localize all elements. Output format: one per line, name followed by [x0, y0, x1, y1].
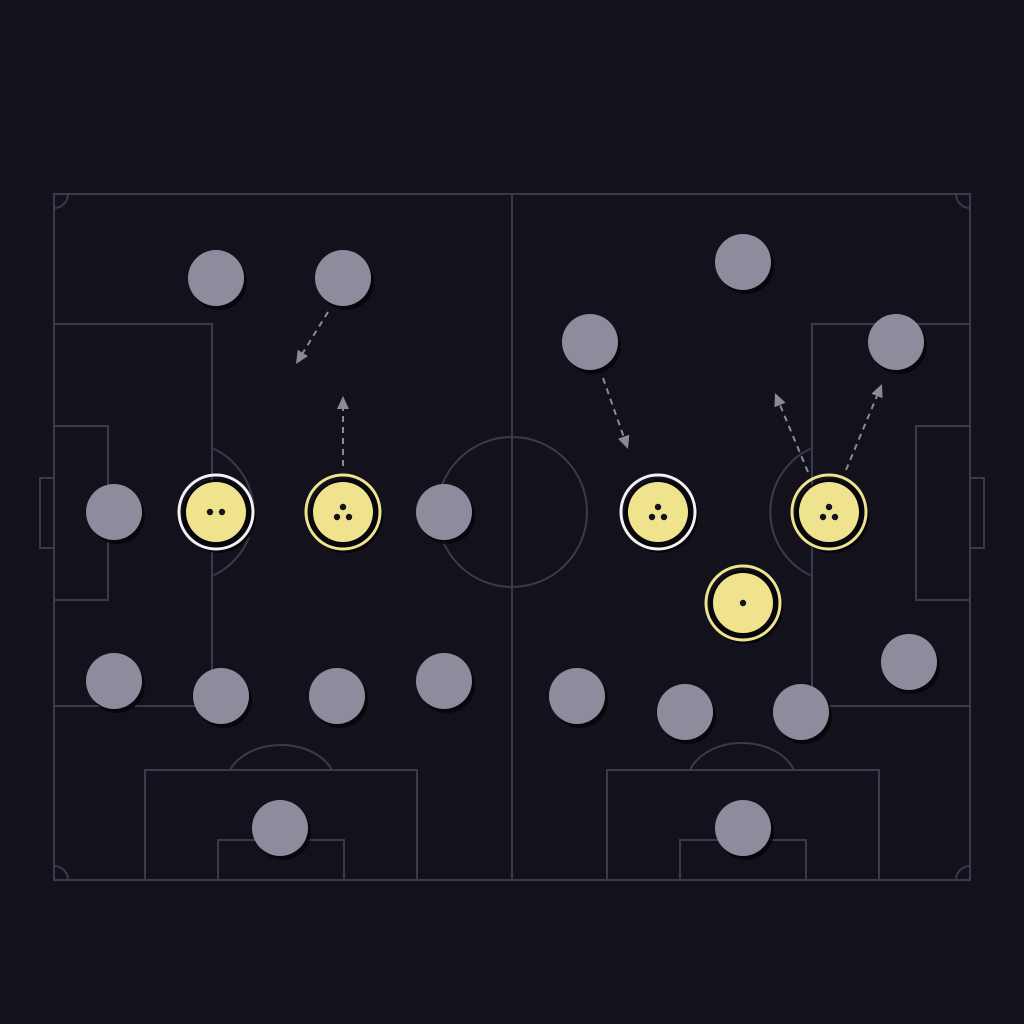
arrow-head	[337, 396, 349, 409]
player-token[interactable]	[193, 668, 252, 728]
arrow-head	[871, 384, 883, 399]
selection-ring-white	[619, 473, 697, 551]
player-token[interactable]	[868, 314, 927, 374]
corner-arc-bottom-right	[955, 865, 971, 881]
highlighted-player-token[interactable]	[704, 564, 783, 644]
player-circle	[252, 800, 308, 856]
player-dot	[206, 508, 214, 516]
arrow-shaft	[845, 395, 878, 471]
player-token[interactable]	[86, 653, 145, 713]
player-token[interactable]	[881, 634, 940, 694]
player-circle	[549, 668, 605, 724]
player-dot	[648, 513, 656, 521]
corner-arc-top-left	[53, 193, 69, 209]
player-circle	[562, 314, 618, 370]
corner-arc-bottom-left	[53, 865, 69, 881]
player-token[interactable]	[715, 234, 774, 294]
player-token[interactable]	[657, 684, 716, 744]
player-dot	[739, 599, 747, 607]
player-dot	[333, 513, 341, 521]
player-circle	[186, 482, 246, 542]
player-dot	[345, 513, 353, 521]
highlighted-player-token[interactable]	[790, 473, 869, 553]
player-circle	[416, 484, 472, 540]
player-circle	[715, 234, 771, 290]
selection-ring-gold	[304, 473, 382, 551]
player-circle	[416, 653, 472, 709]
player-circle	[773, 684, 829, 740]
player-token[interactable]	[549, 668, 608, 728]
player-circle	[188, 250, 244, 306]
arrow-head	[618, 434, 630, 449]
player-token[interactable]	[86, 484, 145, 544]
player-circle	[315, 250, 371, 306]
player-dot	[819, 513, 827, 521]
player-circle	[657, 684, 713, 740]
right-goal	[969, 477, 985, 549]
movement-arrow	[337, 396, 349, 466]
player-circle	[881, 634, 937, 690]
player-circle	[715, 800, 771, 856]
selection-ring-gold	[704, 564, 782, 642]
player-token[interactable]	[188, 250, 247, 310]
arrow-head	[774, 393, 786, 408]
player-token[interactable]	[773, 684, 832, 744]
player-circle	[86, 484, 142, 540]
player-dot	[339, 503, 347, 511]
arrow-shaft	[779, 404, 809, 473]
selection-ring-gold	[790, 473, 868, 551]
player-dot	[218, 508, 226, 516]
player-circle	[799, 482, 859, 542]
corner-arc-top-right	[955, 193, 971, 209]
player-circle	[309, 668, 365, 724]
player-dot	[831, 513, 839, 521]
player-circle	[628, 482, 688, 542]
movement-arrow	[296, 311, 329, 364]
highlighted-player-token[interactable]	[304, 473, 383, 553]
movement-arrow	[845, 384, 883, 471]
arrow-head	[296, 349, 308, 364]
player-circle	[193, 668, 249, 724]
movement-arrow	[602, 377, 630, 449]
player-token[interactable]	[416, 484, 475, 544]
player-token[interactable]	[315, 250, 374, 310]
player-dot	[654, 503, 662, 511]
player-token[interactable]	[562, 314, 621, 374]
selection-ring-white	[177, 473, 255, 551]
player-token[interactable]	[416, 653, 475, 713]
arrow-shaft	[301, 311, 329, 354]
movement-arrows	[296, 311, 883, 473]
movement-arrow	[774, 393, 809, 473]
right-penalty-arc	[769, 447, 813, 577]
player-circle	[868, 314, 924, 370]
player-token[interactable]	[252, 800, 311, 860]
player-token[interactable]	[715, 800, 774, 860]
player-token[interactable]	[309, 668, 368, 728]
highlighted-player-token[interactable]	[619, 473, 698, 553]
bottom-left-penalty-arc	[229, 743, 333, 771]
player-dot	[660, 513, 668, 521]
players	[86, 234, 940, 860]
player-dot	[825, 503, 833, 511]
highlighted-player-token[interactable]	[177, 473, 256, 553]
player-circle	[313, 482, 373, 542]
player-circle	[86, 653, 142, 709]
bottom-right-penalty-arc	[689, 742, 795, 771]
left-goal	[39, 477, 55, 549]
